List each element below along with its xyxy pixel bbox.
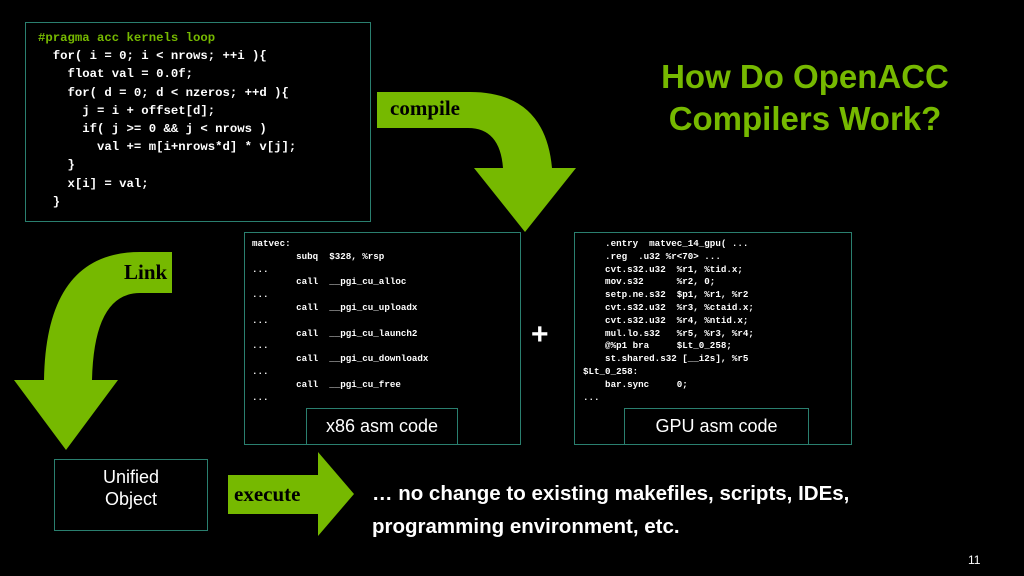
code-line: j = i + offset[d]; [38, 103, 216, 118]
link-arrow [14, 252, 172, 450]
page-title: How Do OpenACC Compilers Work? [600, 56, 1010, 140]
pragma-line: #pragma acc kernels loop [38, 31, 216, 45]
link-label: Link [124, 260, 168, 284]
compile-arrow [377, 92, 576, 232]
x86-asm-code: matvec: subq $328, %rsp ... call __pgi_c… [252, 238, 429, 403]
code-line: for( d = 0; d < nzeros; ++d ){ [38, 85, 289, 100]
code-line: val += m[i+nrows*d] * v[j]; [38, 140, 297, 155]
page-number: 11 [968, 553, 981, 567]
unified-object-box: Unified Object [54, 459, 208, 531]
execute-label: execute [234, 482, 301, 506]
note-text: … no change to existing makefiles, scrip… [372, 477, 849, 543]
note-line1: … no change to existing makefiles, scrip… [372, 482, 850, 505]
x86-asm-caption: x86 asm code [306, 408, 458, 445]
compile-label: compile [390, 96, 460, 120]
source-code-box: #pragma acc kernels loop for( i = 0; i <… [25, 22, 371, 222]
code-line: float val = 0.0f; [38, 67, 193, 82]
gpu-asm-code: .entry matvec_14_gpu( ... .reg .u32 %r<7… [583, 238, 754, 403]
code-line: for( i = 0; i < nrows; ++i ){ [38, 49, 267, 64]
title-text: How Do OpenACC Compilers Work? [661, 58, 949, 137]
code-line: x[i] = val; [38, 176, 149, 191]
unified-object-line2: Object [104, 489, 158, 509]
source-code: #pragma acc kernels loop for( i = 0; i <… [38, 29, 370, 211]
execute-arrow [228, 452, 354, 536]
unified-object-line1: Unified [102, 467, 160, 487]
plus-sign: + [531, 318, 549, 351]
code-line: } [38, 158, 75, 173]
gpu-asm-caption: GPU asm code [624, 408, 809, 445]
code-line: if( j >= 0 && j < nrows ) [38, 122, 267, 137]
note-line2: programming environment, etc. [372, 515, 680, 538]
code-line: } [38, 194, 61, 209]
